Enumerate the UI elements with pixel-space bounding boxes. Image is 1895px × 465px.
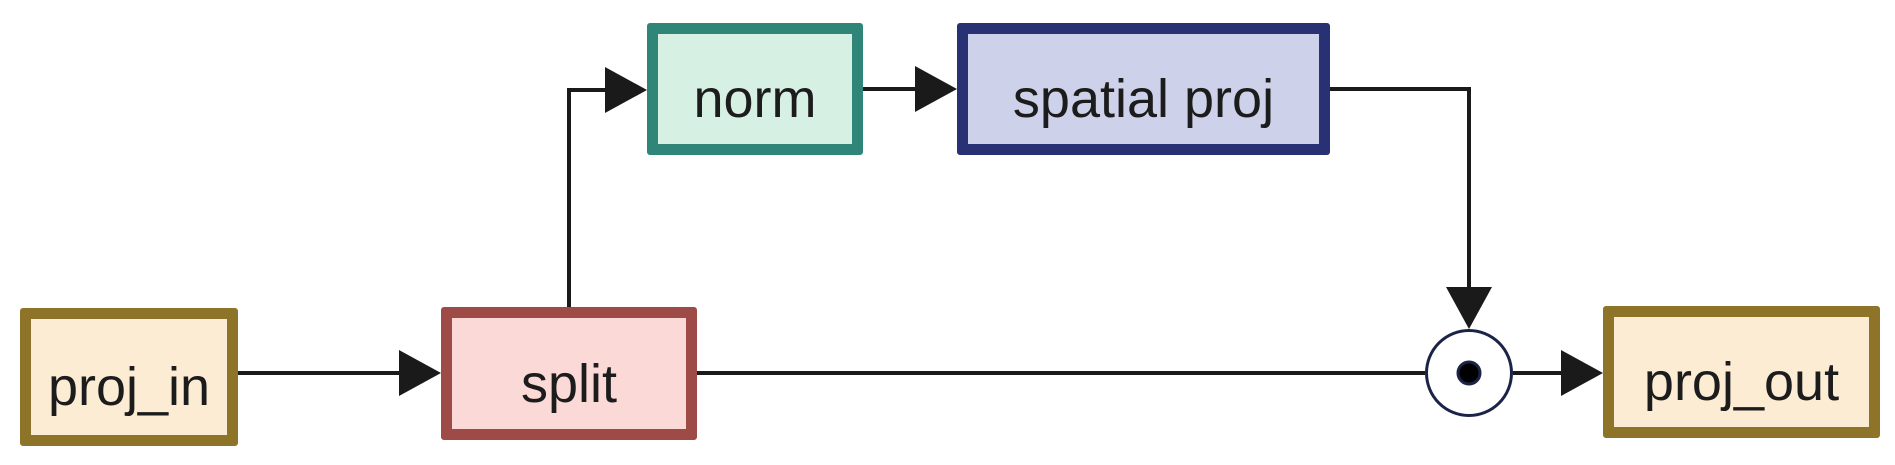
edge-split-to-norm	[567, 88, 607, 307]
node-norm-label: norm	[693, 69, 817, 130]
edge-spatialproj-to-multiply	[1330, 87, 1471, 289]
node-norm: norm	[647, 23, 863, 155]
node-spatial-proj: spatial proj	[957, 23, 1330, 155]
node-split: split	[441, 307, 697, 440]
edge-spatialproj-to-multiply-arrowhead-icon	[1446, 287, 1492, 329]
node-proj-in-label: proj_in	[47, 357, 211, 418]
elementwise-multiply-dot	[1456, 360, 1482, 386]
node-split-label: split	[520, 353, 618, 414]
edge-projin-to-split-arrowhead-icon	[399, 350, 441, 396]
node-spatial-proj-label: spatial proj	[1012, 69, 1275, 130]
node-proj-in: proj_in	[20, 308, 238, 446]
node-proj-out: proj_out	[1603, 306, 1880, 438]
edge-norm-to-spatialproj-arrowhead-icon	[915, 66, 957, 112]
edge-split-to-norm-arrowhead-icon	[605, 67, 647, 113]
elementwise-multiply-operator	[1425, 329, 1513, 417]
node-proj-out-label: proj_out	[1643, 352, 1840, 413]
edge-multiply-to-projout-arrowhead-icon	[1561, 350, 1603, 396]
